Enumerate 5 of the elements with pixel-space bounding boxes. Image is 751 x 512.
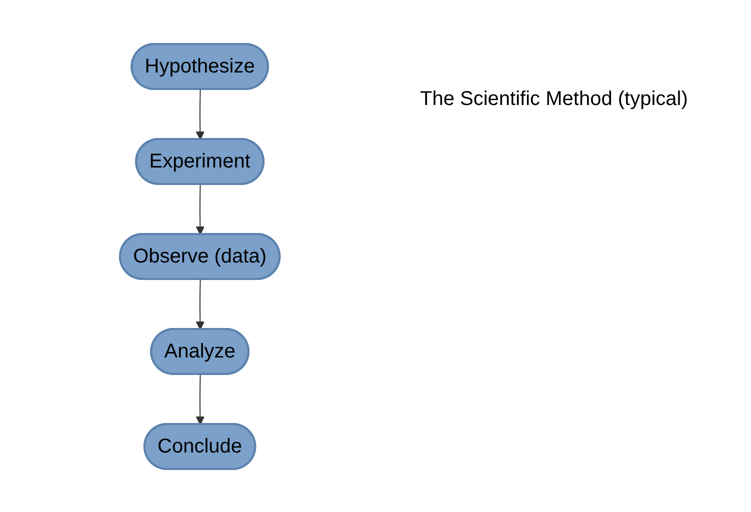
arrow [196,374,205,424]
arrow [196,278,205,330]
arrow [196,88,205,140]
diagram-title: The Scientific Method (typical) [420,88,688,111]
arrow [196,184,205,234]
